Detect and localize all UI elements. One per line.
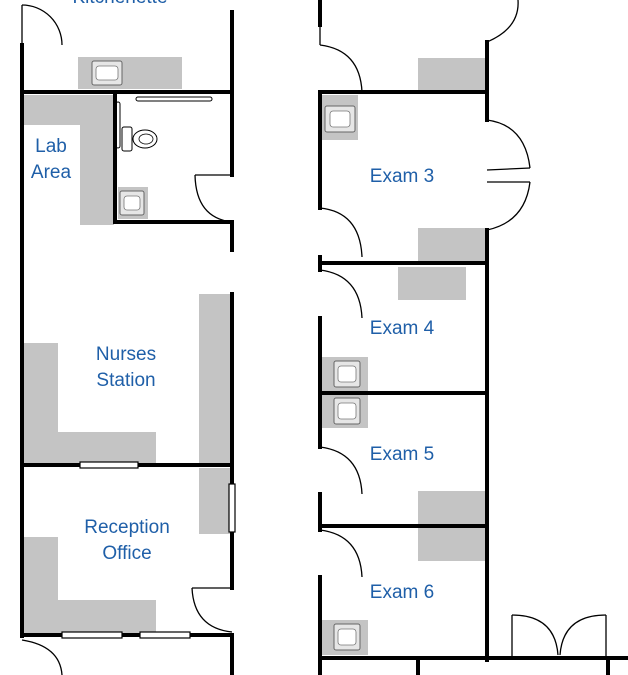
exam2-counter [418,58,486,91]
walls [20,0,628,675]
door-exam3-right [486,119,531,231]
nurses-window [79,461,139,469]
nurses-counter-bottom [24,432,156,465]
reception-counter-right [199,468,231,534]
reception-counter-bottom [24,600,156,633]
doors [21,0,607,675]
kitchenette-sink-icon [91,60,123,86]
reception-bottom-window-2 [139,631,191,639]
door-exam6 [319,529,363,578]
door-exam5 [319,446,363,495]
exam3-counter [418,228,486,262]
door-bottom-left [21,639,63,675]
label-exam-4: Exam 4 [370,318,435,339]
reception-side-window [228,483,236,533]
exam3-sink-icon [324,105,356,133]
bathroom-sink-icon [119,190,145,216]
exam5-sink-icon [333,397,361,425]
exam4-sink-icon [333,360,361,388]
label-nurses-station-line2: Station [96,370,155,391]
label-lab-area-line2: Area [31,162,72,183]
door-exam2 [319,25,363,93]
door-reception [191,587,233,633]
reception-bottom-window [61,631,123,639]
lab-counter-side [80,95,114,225]
door-exam2-right [486,0,519,43]
door-exam4 [319,269,363,319]
label-kitchenette: Kitchenette [72,0,167,8]
door-kitchenette [21,4,63,46]
windows [61,461,236,639]
grab-bar-icon [115,96,213,149]
toilet-icon [121,126,158,152]
nurses-counter-right [199,294,231,464]
label-exam-3: Exam 3 [370,166,434,187]
label-exam-5: Exam 5 [370,444,434,465]
room-labels: Kitchenette Lab Area Nurses Station Rece… [31,0,435,603]
fixtures [91,60,361,651]
label-exam-6: Exam 6 [370,582,434,603]
label-lab-area-line1: Lab [35,136,67,157]
label-reception-office-line2: Office [102,543,151,564]
door-exterior-double [511,614,607,658]
label-nurses-station-line1: Nurses [96,344,156,365]
door-exam3 [319,207,363,258]
counters [24,57,486,655]
exam6-sink-icon [333,623,361,651]
door-bathroom [194,174,233,223]
exam4-counter [398,267,466,300]
label-reception-office-line1: Reception [84,517,170,538]
